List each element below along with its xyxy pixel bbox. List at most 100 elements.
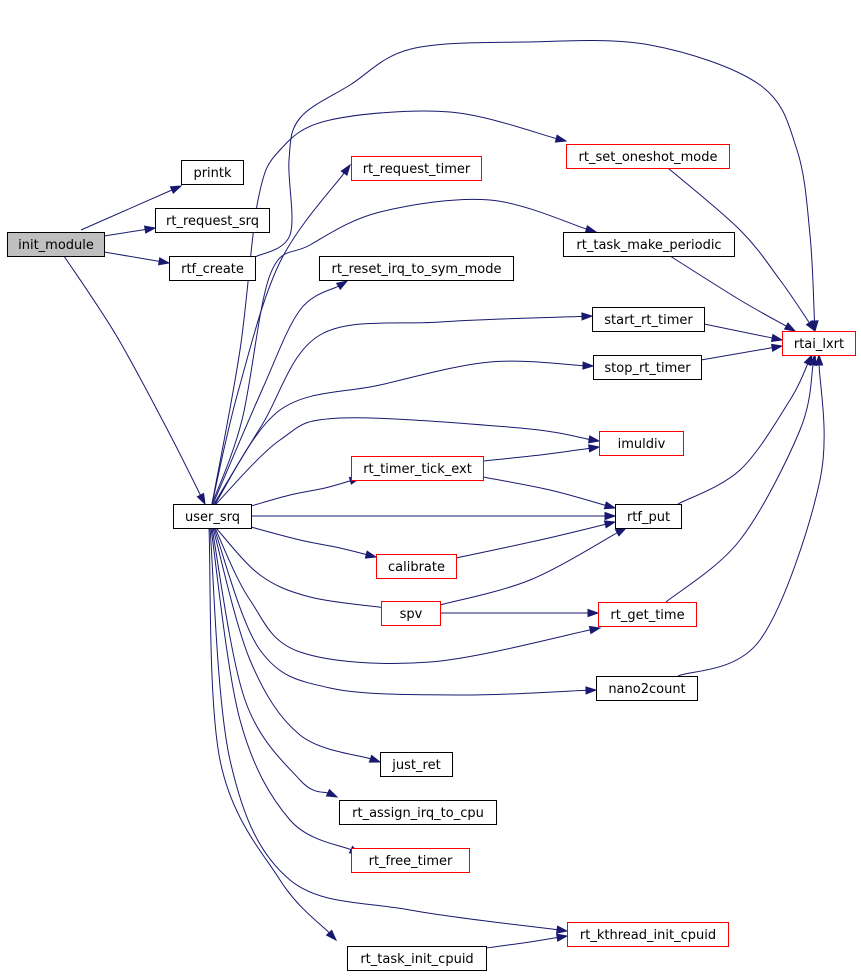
edge-line (211, 172, 346, 505)
node-box[interactable] (615, 504, 682, 529)
node-box[interactable] (592, 307, 705, 332)
node-box[interactable] (347, 946, 487, 971)
edge-rt_get_time-to-rtai_lxrt (665, 353, 818, 603)
node-start-rt-timer[interactable]: start_rt_timer (592, 307, 705, 332)
node-rt-get-time[interactable]: rt_get_time (598, 602, 697, 627)
node-rtai-lxrt[interactable]: rtai_lxrt (782, 331, 856, 356)
node-box[interactable] (173, 504, 252, 529)
edge-spv-to-rt_get_time (440, 608, 600, 618)
edge-rt_set_oneshot_mode-to-rtai_lxrt (667, 167, 816, 333)
node-label: stop_rt_timer (604, 361, 691, 376)
node-rt-reset-irq-to-sym-mode[interactable]: rt_reset_irq_to_sym_mode (319, 256, 514, 281)
node-box[interactable] (339, 800, 497, 825)
node-label: rt_task_make_periodic (576, 238, 721, 253)
node-label: rt_task_init_cpuid (360, 952, 473, 967)
node-rt-free-timer[interactable]: rt_free_timer (351, 848, 470, 873)
node-box[interactable] (566, 144, 730, 169)
edge-user_srq-to-rtf_put (251, 511, 617, 521)
edge-user_srq-to-rt_set_oneshot_mode (211, 110, 568, 505)
edge-user_srq-to-calibrate (250, 526, 378, 559)
arrowhead-icon (169, 185, 183, 195)
node-rt-timer-tick-ext[interactable]: rt_timer_tick_ext (351, 456, 484, 481)
node-box[interactable] (376, 554, 457, 579)
node-label: rtai_lxrt (794, 337, 844, 352)
node-rt-kthread-init-cpuid[interactable]: rt_kthread_init_cpuid (567, 922, 729, 947)
node-box[interactable] (596, 676, 698, 701)
edge-calibrate-to-rtf_put (455, 520, 617, 559)
edge-line (667, 167, 811, 324)
node-box[interactable] (351, 456, 484, 481)
node-box[interactable] (599, 431, 684, 456)
arrowhead-icon (325, 788, 339, 798)
edge-line (439, 531, 619, 606)
node-rtf-put[interactable]: rtf_put (615, 504, 682, 529)
edge-line (215, 527, 385, 609)
node-label: rt_kthread_init_cpuid (580, 928, 716, 943)
node-rt-request-srq[interactable]: rt_request_srq (155, 208, 270, 233)
node-box[interactable] (7, 232, 105, 257)
edge-rt_task_init_cpuid-to-rt_kthread_init_cpuid (485, 933, 569, 949)
edge-init_module-to-rt_request_srq (103, 225, 157, 237)
node-label: rtf_create (181, 262, 244, 277)
edge-line (703, 323, 774, 339)
node-stop-rt-timer[interactable]: stop_rt_timer (593, 355, 702, 380)
node-box[interactable] (169, 256, 256, 281)
node-rt-request-timer[interactable]: rt_request_timer (351, 156, 482, 181)
edge-rt_timer_tick_ext-to-imuldiv (482, 444, 601, 462)
node-label: printk (193, 166, 232, 181)
nodes-layer: init_module printk rt_request_srq rtf_creat… (7, 144, 856, 971)
node-nano2count[interactable]: nano2count (596, 676, 698, 701)
arrowhead-icon (587, 608, 600, 618)
node-rt-task-init-cpuid[interactable]: rt_task_init_cpuid (347, 946, 487, 971)
node-box[interactable] (563, 232, 735, 257)
node-imuldiv[interactable]: imuldiv (599, 431, 684, 456)
edge-line (482, 447, 591, 462)
edge-line (211, 110, 558, 505)
arrowhead-icon (364, 550, 378, 559)
edge-line (250, 480, 352, 507)
arrowhead-icon (770, 333, 784, 342)
edge-line (103, 228, 147, 237)
node-spv[interactable]: spv (381, 601, 441, 626)
edge-line (669, 255, 788, 328)
node-user-srq[interactable]: user_srq (173, 504, 252, 529)
edge-user_srq-to-rt_task_init_cpuid (208, 527, 338, 942)
edge-line (677, 362, 809, 505)
edge-init_module-to-printk (80, 185, 183, 231)
node-just-ret[interactable]: just_ret (380, 752, 453, 777)
edge-line (214, 360, 585, 505)
node-rt-set-oneshot-mode[interactable]: rt_set_oneshot_mode (566, 144, 730, 169)
arrowhead-icon (814, 353, 824, 366)
arrowhead-icon (783, 322, 797, 332)
node-box[interactable] (593, 355, 702, 380)
node-box[interactable] (381, 601, 441, 626)
node-box[interactable] (380, 752, 453, 777)
node-calibrate[interactable]: calibrate (376, 554, 457, 579)
node-box[interactable] (782, 331, 856, 356)
node-rtf-create[interactable]: rtf_create (169, 256, 256, 281)
node-box[interactable] (181, 160, 244, 185)
arrowhead-icon (808, 353, 818, 367)
node-init-module[interactable]: init_module (7, 232, 105, 257)
node-label: rt_reset_irq_to_sym_mode (332, 262, 502, 277)
arrowhead-icon (340, 163, 351, 177)
arrowhead-icon (603, 501, 617, 510)
arrowhead-icon (588, 444, 601, 453)
node-rt-assign-irq-to-cpu[interactable]: rt_assign_irq_to_cpu (339, 800, 497, 825)
node-box[interactable] (155, 208, 270, 233)
node-box[interactable] (598, 602, 697, 627)
arrowhead-icon (603, 520, 617, 529)
edge-line (208, 527, 331, 934)
edge-line (212, 285, 340, 505)
node-box[interactable] (351, 156, 482, 181)
node-box[interactable] (319, 256, 514, 281)
node-printk[interactable]: printk (181, 160, 244, 185)
node-label: spv (400, 607, 423, 622)
node-box[interactable] (351, 848, 470, 873)
node-rt-task-make-periodic[interactable]: rt_task_make_periodic (563, 232, 735, 257)
edge-line (80, 189, 173, 231)
node-box[interactable] (567, 922, 729, 947)
edge-start_rt_timer-to-rtai_lxrt (703, 323, 784, 342)
edge-init_module-to-rtf_create (103, 251, 171, 266)
